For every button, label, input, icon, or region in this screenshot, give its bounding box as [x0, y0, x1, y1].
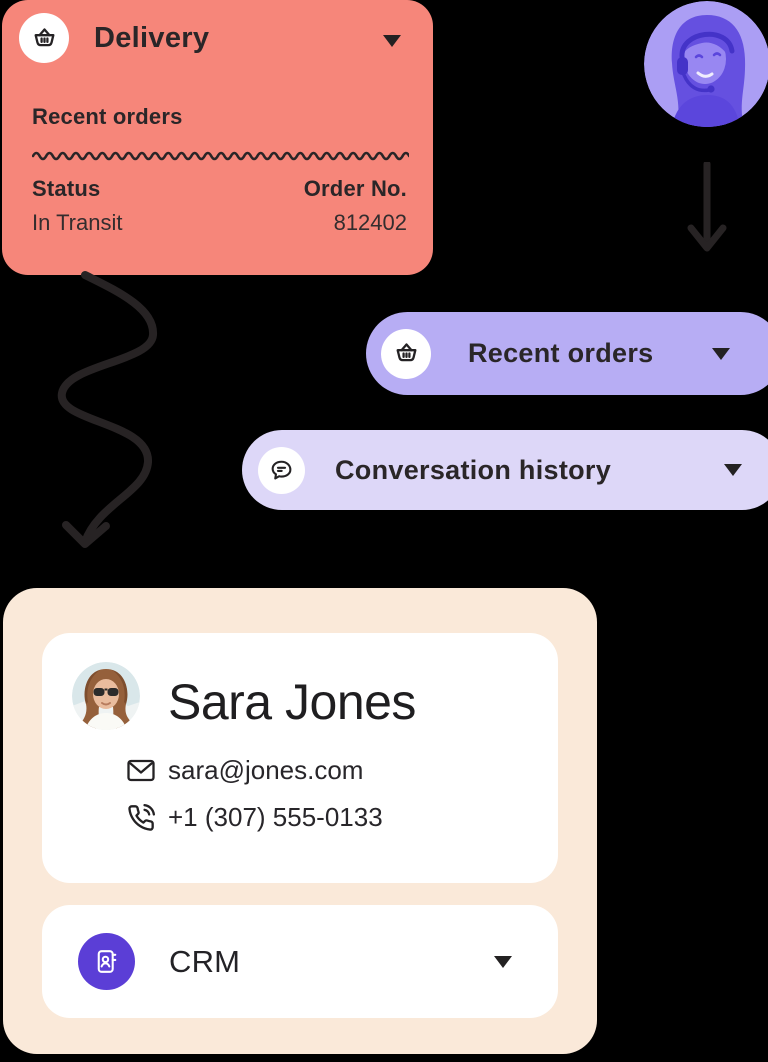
chat-bubble-icon — [271, 460, 292, 479]
wavy-divider — [32, 151, 409, 161]
basket-icon — [34, 27, 54, 46]
crm-panel: Sara Jones sara@jones.com +1 (307) 555-0… — [3, 588, 597, 1054]
basket-icon-circle — [381, 328, 431, 379]
phone-call-icon — [128, 803, 155, 831]
contact-name: Sara Jones — [168, 674, 416, 730]
chevron-down-icon[interactable] — [383, 35, 401, 47]
conversation-history-pill-label: Conversation history — [335, 454, 612, 485]
status-column-header: Status — [32, 176, 101, 201]
squiggle-arrow-icon — [57, 271, 157, 548]
crm-label: CRM — [169, 943, 241, 979]
order-no-value: 812402 — [333, 210, 407, 235]
order-row: In Transit 812402 — [32, 210, 407, 236]
contact-portrait-image — [72, 662, 140, 730]
order-no-column-header: Order No. — [303, 176, 407, 201]
status-value: In Transit — [32, 210, 123, 235]
envelope-icon — [127, 759, 155, 782]
support-agent-avatar — [644, 1, 768, 127]
recent-orders-section-label: Recent orders — [32, 104, 183, 129]
chat-bubble-icon-circle — [258, 446, 305, 494]
chevron-down-icon[interactable] — [494, 956, 512, 968]
crm-dropdown[interactable]: CRM — [42, 905, 558, 1018]
delivery-card: Delivery Recent orders Status Order No. … — [2, 0, 433, 275]
delivery-title: Delivery — [94, 21, 210, 54]
basket-icon-circle — [19, 13, 69, 63]
address-book-icon-circle — [78, 933, 135, 990]
contact-email: sara@jones.com — [168, 755, 364, 785]
contact-avatar — [72, 662, 140, 730]
arrow-down-icon — [687, 162, 727, 252]
chevron-down-icon[interactable] — [724, 464, 742, 476]
contact-card: Sara Jones sara@jones.com +1 (307) 555-0… — [42, 633, 558, 883]
delivery-dropdown-header[interactable]: Delivery — [19, 13, 403, 63]
contact-phone: +1 (307) 555-0133 — [168, 802, 383, 832]
basket-icon — [396, 343, 416, 362]
address-book-icon — [97, 950, 117, 973]
agent-portrait-image — [644, 1, 768, 127]
recent-orders-dropdown[interactable]: Recent orders — [366, 312, 768, 395]
conversation-history-dropdown[interactable]: Conversation history — [242, 430, 768, 510]
contact-email-row: sara@jones.com — [127, 755, 383, 786]
chevron-down-icon[interactable] — [712, 348, 730, 360]
contact-phone-row: +1 (307) 555-0133 — [127, 802, 383, 833]
recent-orders-pill-label: Recent orders — [468, 338, 654, 368]
